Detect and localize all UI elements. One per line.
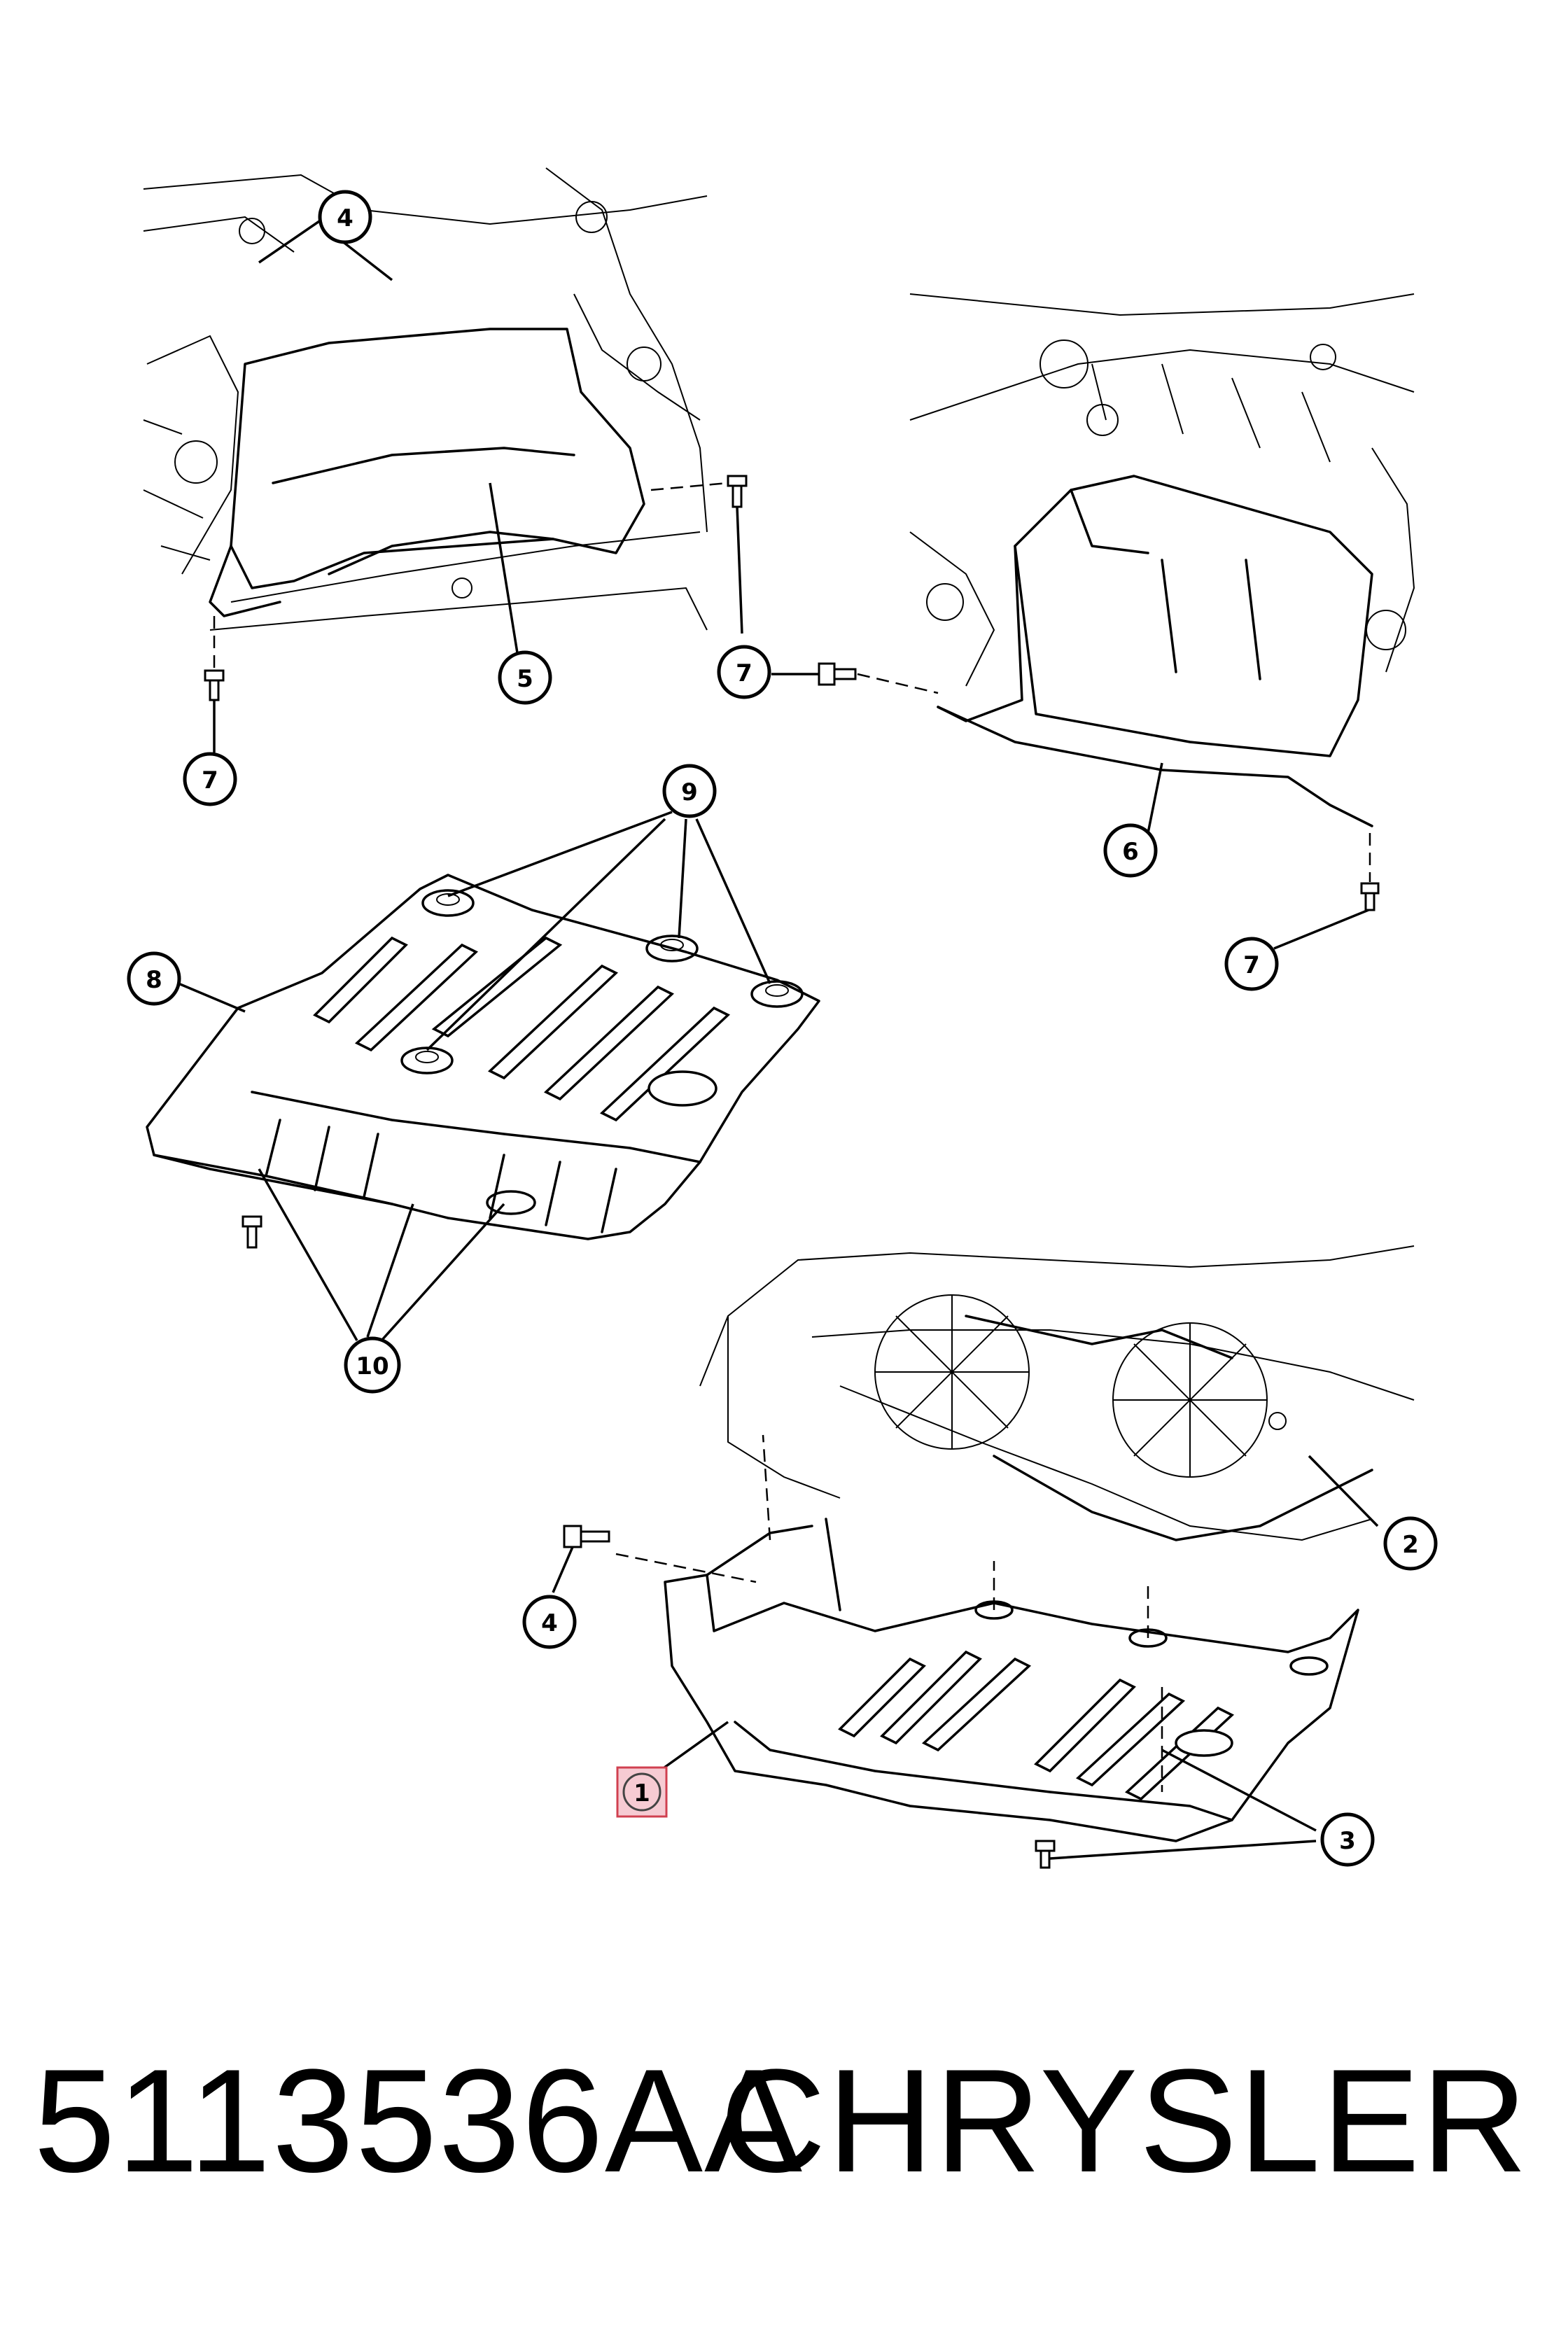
grommet-top-right-icon [750, 980, 804, 1008]
bolt-4-icon [563, 1525, 610, 1548]
svg-text:7: 7 [202, 766, 218, 794]
part-number: 5113536AA [34, 2038, 804, 2203]
rear-shield-panel [1014, 475, 1373, 757]
callout-7-right[interactable]: 7 [1224, 937, 1279, 991]
splash-shield-panel [230, 328, 645, 589]
callout-5[interactable]: 5 [498, 650, 552, 705]
bolt-7-horizontal-icon [818, 662, 857, 686]
callout-4-bottom[interactable]: 4 [522, 1595, 577, 1649]
grommet-installed-3-icon [1289, 1656, 1329, 1676]
exploded-parts-diagram: 1 2 3 4 4 5 6 7 7 7 8 9 10 [127, 167, 1438, 1869]
view-rear-splash-shield [771, 293, 1415, 950]
grommet-top-left-icon [421, 889, 475, 917]
svg-text:6: 6 [1122, 838, 1139, 866]
installed-skid-plate-outline [664, 1574, 1359, 1842]
callout-7-left[interactable]: 7 [183, 752, 237, 806]
svg-text:3: 3 [1339, 1827, 1356, 1855]
callout-10[interactable]: 10 [344, 1336, 401, 1394]
svg-text:1: 1 [634, 1779, 650, 1807]
view-skid-plate-installed [552, 1245, 1415, 1869]
callout-8[interactable]: 8 [127, 951, 181, 1006]
callout-2[interactable]: 2 [1383, 1516, 1438, 1571]
bolt-7-left-icon [204, 669, 225, 701]
bolt-7-right-icon [727, 475, 748, 508]
svg-text:4: 4 [541, 1609, 558, 1637]
svg-text:8: 8 [146, 966, 162, 994]
callout-4-top[interactable]: 4 [318, 190, 372, 244]
view-skid-plate-exploded [146, 811, 820, 1342]
callout-6[interactable]: 6 [1103, 823, 1158, 878]
brand-name: CHRYSLER [720, 2038, 1529, 2203]
bolt-7-lower-icon [1360, 882, 1380, 911]
svg-text:4: 4 [337, 204, 354, 232]
grommet-center-icon [400, 1046, 454, 1074]
svg-text:9: 9 [681, 778, 698, 806]
callout-7-middle[interactable]: 7 [717, 645, 771, 699]
view-front-splash-shield [143, 167, 748, 752]
svg-text:2: 2 [1402, 1531, 1419, 1559]
grommet-top-middle-icon [645, 934, 699, 962]
callout-9[interactable]: 9 [662, 764, 717, 818]
svg-text:5: 5 [517, 665, 533, 693]
skid-plate-outline [146, 874, 820, 1240]
caption-bar: 5113536AA CHRYSLER [0, 2016, 1568, 2226]
callout-3[interactable]: 3 [1320, 1812, 1375, 1867]
grommet-bottom-icon [486, 1190, 536, 1215]
svg-text:10: 10 [356, 1352, 388, 1380]
svg-text:7: 7 [1243, 951, 1260, 979]
bolt-10-icon [241, 1215, 262, 1249]
svg-text:7: 7 [736, 659, 752, 687]
bolt-3-icon [1035, 1840, 1056, 1869]
callout-1[interactable]: 1 [616, 1766, 668, 1818]
